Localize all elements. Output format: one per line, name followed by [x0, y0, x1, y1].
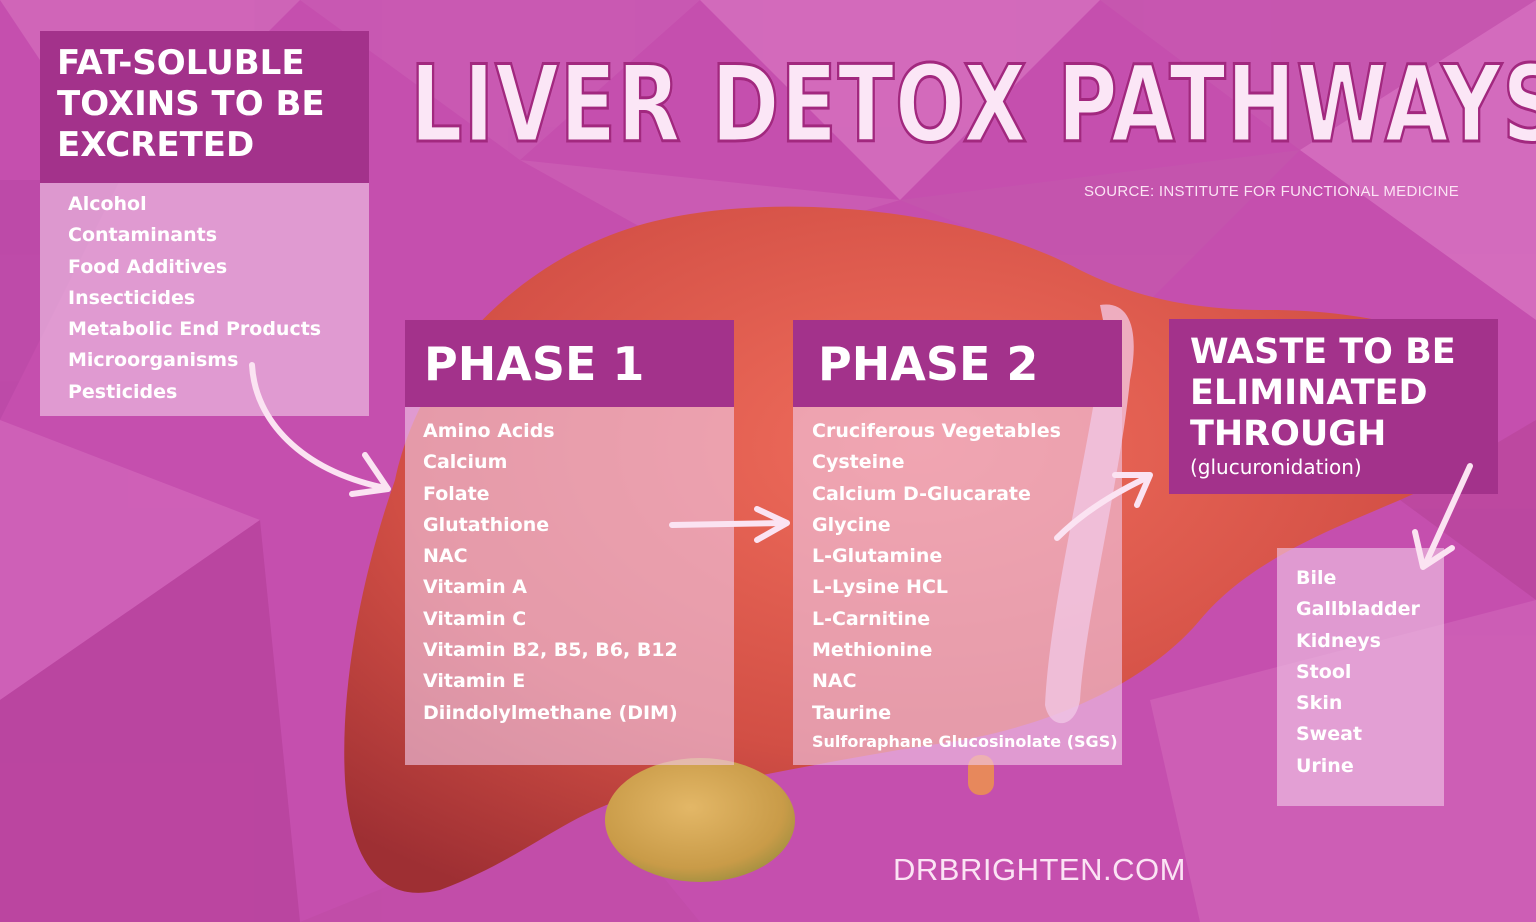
- list-item: L-Glutamine: [812, 545, 943, 568]
- list-item: Urine: [1296, 754, 1354, 777]
- list-item: Insecticides: [68, 286, 196, 309]
- list-item: Calcium: [423, 451, 508, 474]
- arrow-toxins-to-phase1: [249, 362, 391, 497]
- list-item: Diindolylmethane (DIM): [423, 701, 678, 724]
- list-item: NAC: [423, 545, 468, 568]
- list-item: Sweat: [1296, 723, 1363, 746]
- list-item: Methionine: [812, 639, 933, 662]
- list-item: Food Additives: [68, 255, 228, 278]
- toxins-list: Alcohol Contaminants Food Additives Inse…: [68, 189, 369, 408]
- arrow-waste-to-elimination: [1412, 463, 1473, 570]
- phase2-list: Cruciferous Vegetables Cysteine Calcium …: [812, 416, 1122, 755]
- website-footer: DRBRIGHTEN.COM: [893, 852, 1186, 887]
- list-item: Metabolic End Products: [68, 318, 322, 341]
- list-item: Microorganisms: [68, 349, 239, 372]
- list-item: Stool: [1296, 660, 1352, 683]
- list-item: Kidneys: [1296, 629, 1381, 652]
- gallbladder-shape: [605, 758, 795, 882]
- list-item: Taurine: [812, 701, 892, 724]
- list-item: Glutathione: [423, 513, 550, 536]
- elimination-list-box: Bile Gallbladder Kidneys Stool Skin Swea…: [1277, 548, 1444, 806]
- list-item: Calcium D-Glucarate: [812, 482, 1031, 505]
- list-item: Amino Acids: [423, 420, 555, 442]
- list-item: Skin: [1296, 692, 1343, 715]
- list-item: Cruciferous Vegetables: [812, 420, 1061, 442]
- list-item: Sulforaphane Glucosinolate (SGS): [812, 731, 1118, 751]
- waste-heading: WASTE TO BE ELIMINATED THROUGH: [1190, 332, 1456, 454]
- list-item: Glycine: [812, 513, 891, 536]
- phase1-list: Amino Acids Calcium Folate Glutathione N…: [423, 416, 734, 729]
- phase1-list-box: Amino Acids Calcium Folate Glutathione N…: [405, 407, 734, 765]
- list-item: Bile: [1296, 567, 1337, 589]
- list-item: Gallbladder: [1296, 598, 1420, 621]
- arrow-phase1-to-phase2: [669, 506, 790, 543]
- arrow-phase2-to-waste: [1054, 472, 1153, 541]
- list-item: Alcohol: [68, 193, 147, 215]
- elimination-list: Bile Gallbladder Kidneys Stool Skin Swea…: [1296, 563, 1444, 782]
- phase2-heading: PHASE 2: [793, 320, 1122, 407]
- list-item: Cysteine: [812, 451, 905, 474]
- waste-heading-box: WASTE TO BE ELIMINATED THROUGH (glucuron…: [1169, 319, 1498, 494]
- list-item: Pesticides: [68, 380, 178, 403]
- list-item: Vitamin E: [423, 670, 526, 693]
- list-item: Vitamin B2, B5, B6, B12: [423, 639, 678, 662]
- toxins-heading: FAT-SOLUBLE TOXINS TO BE EXCRETED: [40, 31, 369, 183]
- toxins-list-box: Alcohol Contaminants Food Additives Inse…: [40, 183, 369, 416]
- vessel-shape: [968, 755, 994, 795]
- list-item: L-Carnitine: [812, 607, 931, 630]
- list-item: L-Lysine HCL: [812, 576, 948, 599]
- phase1-heading: PHASE 1: [405, 320, 734, 407]
- phase2-list-box: Cruciferous Vegetables Cysteine Calcium …: [793, 407, 1122, 765]
- list-item: Vitamin C: [423, 607, 527, 630]
- list-item: Contaminants: [68, 224, 218, 247]
- list-item: Folate: [423, 482, 490, 505]
- list-item: NAC: [812, 670, 857, 693]
- list-item: Vitamin A: [423, 576, 527, 599]
- source-credit: SOURCE: INSTITUTE FOR FUNCTIONAL MEDICIN…: [1084, 183, 1460, 200]
- waste-subheading: (glucuronidation): [1190, 455, 1362, 479]
